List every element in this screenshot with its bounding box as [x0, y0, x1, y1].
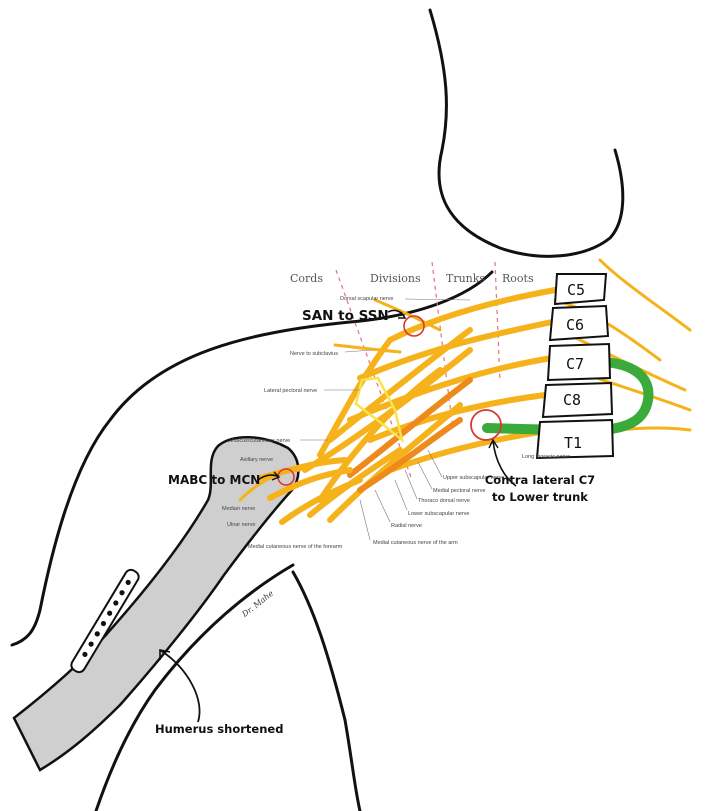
header-roots: Roots — [502, 272, 534, 285]
label-nerve-to-subclavius: Nerve to subclavius — [290, 351, 338, 357]
label-median: Median nerve — [222, 506, 255, 512]
svg-text:C5: C5 — [567, 281, 585, 299]
vertebra-c5: C5 — [555, 274, 606, 304]
header-divisions: Divisions — [370, 272, 421, 285]
annotation-contra-c7-line2: to Lower trunk — [492, 490, 588, 504]
label-lower-subscapular: Lower subscapular nerve — [408, 511, 469, 517]
svg-text:C6: C6 — [566, 316, 584, 334]
vertebra-c8: C8 — [543, 383, 612, 417]
separator-3 — [495, 262, 500, 382]
vertebra-c6: C6 — [550, 306, 608, 340]
header-trunks: Trunks — [446, 272, 485, 285]
header-cords: Cords — [290, 272, 323, 285]
label-radial: Radial nerve — [391, 523, 422, 529]
annotation-san-to-ssn: SAN to SSN — [302, 308, 389, 324]
label-axillary: Axillary nerve — [240, 457, 273, 463]
neck-outline — [430, 10, 623, 256]
annotation-mabc-to-mcn: MABC to MCN — [168, 473, 260, 487]
label-musculocutaneous: Musculocutaneous nerve — [229, 438, 290, 444]
svg-text:T1: T1 — [564, 434, 582, 452]
svg-text:C7: C7 — [566, 355, 584, 373]
signature: Dr. Mahe — [239, 589, 275, 620]
label-ulnar: Ulnar nerve — [227, 522, 255, 528]
vertebra-c7: C7 — [548, 344, 610, 380]
torso-line — [293, 572, 360, 811]
svg-text:C8: C8 — [563, 391, 581, 409]
label-dorsal-scapular: Dorsal scapular nerve — [340, 296, 394, 302]
label-medial-cutaneous-arm: Medial cutaneous nerve of the arm — [373, 540, 458, 546]
label-medial-cutaneous-forearm: Medial cutaneous nerve of the forearm — [248, 544, 343, 550]
vertebra-t1: T1 — [537, 420, 613, 458]
annotation-contra-c7-line1: Contra lateral C7 — [485, 473, 595, 487]
vertebrae: C5 C6 C7 C8 T1 — [537, 274, 613, 458]
label-long-thoracic: Long thoracic nerve — [522, 454, 570, 460]
label-lateral-pectoral: Lateral pectoral nerve — [264, 388, 317, 394]
label-medial-pectoral: Medial pectoral nerve — [433, 488, 486, 494]
label-thoracodorsal: Thoraco dorsal nerve — [418, 498, 470, 504]
annotation-humerus-shortened: Humerus shortened — [155, 722, 283, 736]
